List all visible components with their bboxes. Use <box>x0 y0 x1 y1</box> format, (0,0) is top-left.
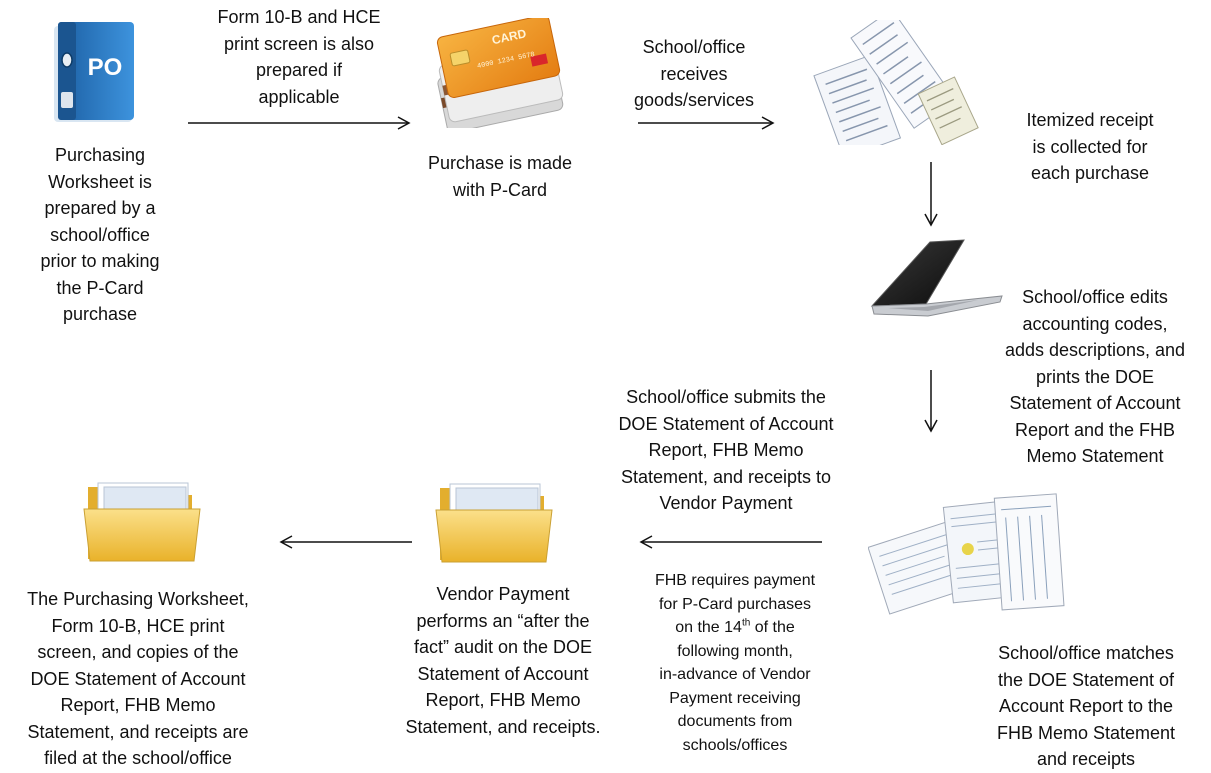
po-binder-icon: PO <box>54 22 134 122</box>
credit-card-icon: CARD 4000 1234 5678 <box>436 18 564 128</box>
statement-documents-icon <box>868 493 1065 615</box>
step-purchase-text: Purchase is made with P-Card <box>427 153 573 200</box>
step-receipt-text: Itemized receipt is collected for each p… <box>1026 110 1154 183</box>
fhb-requirement-part2: of the following month, in-advance of Ve… <box>659 619 811 754</box>
fhb-requirement-part1: FHB requires payment for P-Card purchase… <box>654 572 816 636</box>
arrow-matches-to-vendor <box>639 535 822 549</box>
arrow-receipt-to-edits <box>924 162 938 227</box>
laptop-icon <box>870 239 1003 317</box>
arrow-vendor-to-filed <box>279 535 412 549</box>
step-receives-text: School/office receives goods/services <box>633 37 755 110</box>
receipts-icon <box>813 20 979 145</box>
arrow-edits-to-matches <box>924 370 938 433</box>
binder-label: PO <box>88 54 123 81</box>
fhb-requirement-superscript: th <box>741 617 751 629</box>
step-form-note-text: Form 10-B and HCE print screen is also p… <box>217 7 381 107</box>
step-submits-text: School/office submits the DOE Statement … <box>618 387 834 513</box>
arrow-purchase-to-receives <box>638 116 775 130</box>
step-matches-text: School/office matches the DOE Statement … <box>996 643 1176 769</box>
step-edits-text: School/office edits accounting codes, ad… <box>1004 287 1186 466</box>
step-audit-text: Vendor Payment performs an “after the fa… <box>405 584 601 737</box>
arrow-worksheet-to-purchase <box>188 116 411 130</box>
step-fhb-requirement-text: FHB requires payment for P-Card purchase… <box>638 569 832 757</box>
step-worksheet-text: Purchasing Worksheet is prepared by a sc… <box>40 145 160 324</box>
archive-folder-icon <box>83 482 201 562</box>
step-filed-text: The Purchasing Worksheet, Form 10-B, HCE… <box>27 589 249 768</box>
folder-icon <box>435 483 553 563</box>
